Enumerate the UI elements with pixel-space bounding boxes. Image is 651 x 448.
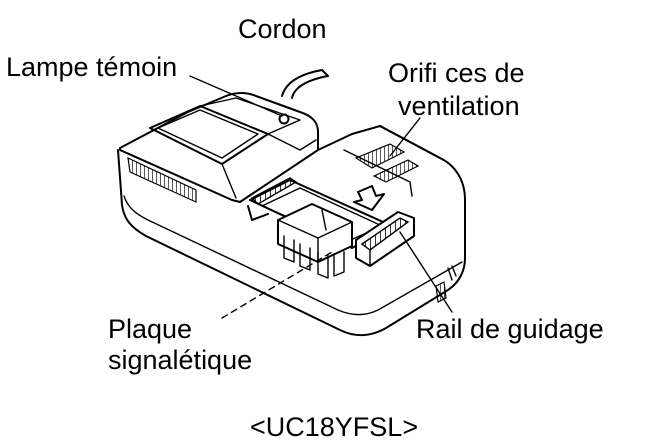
label-nameplate-line2: signalétique [108, 345, 252, 375]
leader-ventilation [389, 117, 421, 157]
guide-rail [355, 211, 415, 267]
leader-guide-rail [399, 231, 453, 313]
side-vents [127, 156, 197, 203]
label-nameplate-line1: Plaque [108, 314, 192, 344]
label-guide-rail: Rail de guidage [416, 314, 604, 344]
label-model: <UC18YFSL> [250, 412, 418, 442]
label-cord: Cordon [238, 14, 327, 44]
pilot-lamp-indicator [278, 113, 290, 125]
label-ventilation-line2: ventilation [398, 91, 520, 121]
leader-lines [189, 75, 453, 319]
battery-charger-illustration [117, 69, 466, 336]
battery-slot [249, 179, 393, 279]
label-pilot-lamp: Lampe témoin [6, 52, 177, 82]
leader-pilot-lamp [189, 75, 283, 117]
leader-nameplate [221, 251, 333, 319]
insertion-arrow-icon [353, 185, 385, 211]
label-ventilation-line1: Orifi ces de [388, 58, 525, 88]
power-cord [281, 69, 323, 97]
